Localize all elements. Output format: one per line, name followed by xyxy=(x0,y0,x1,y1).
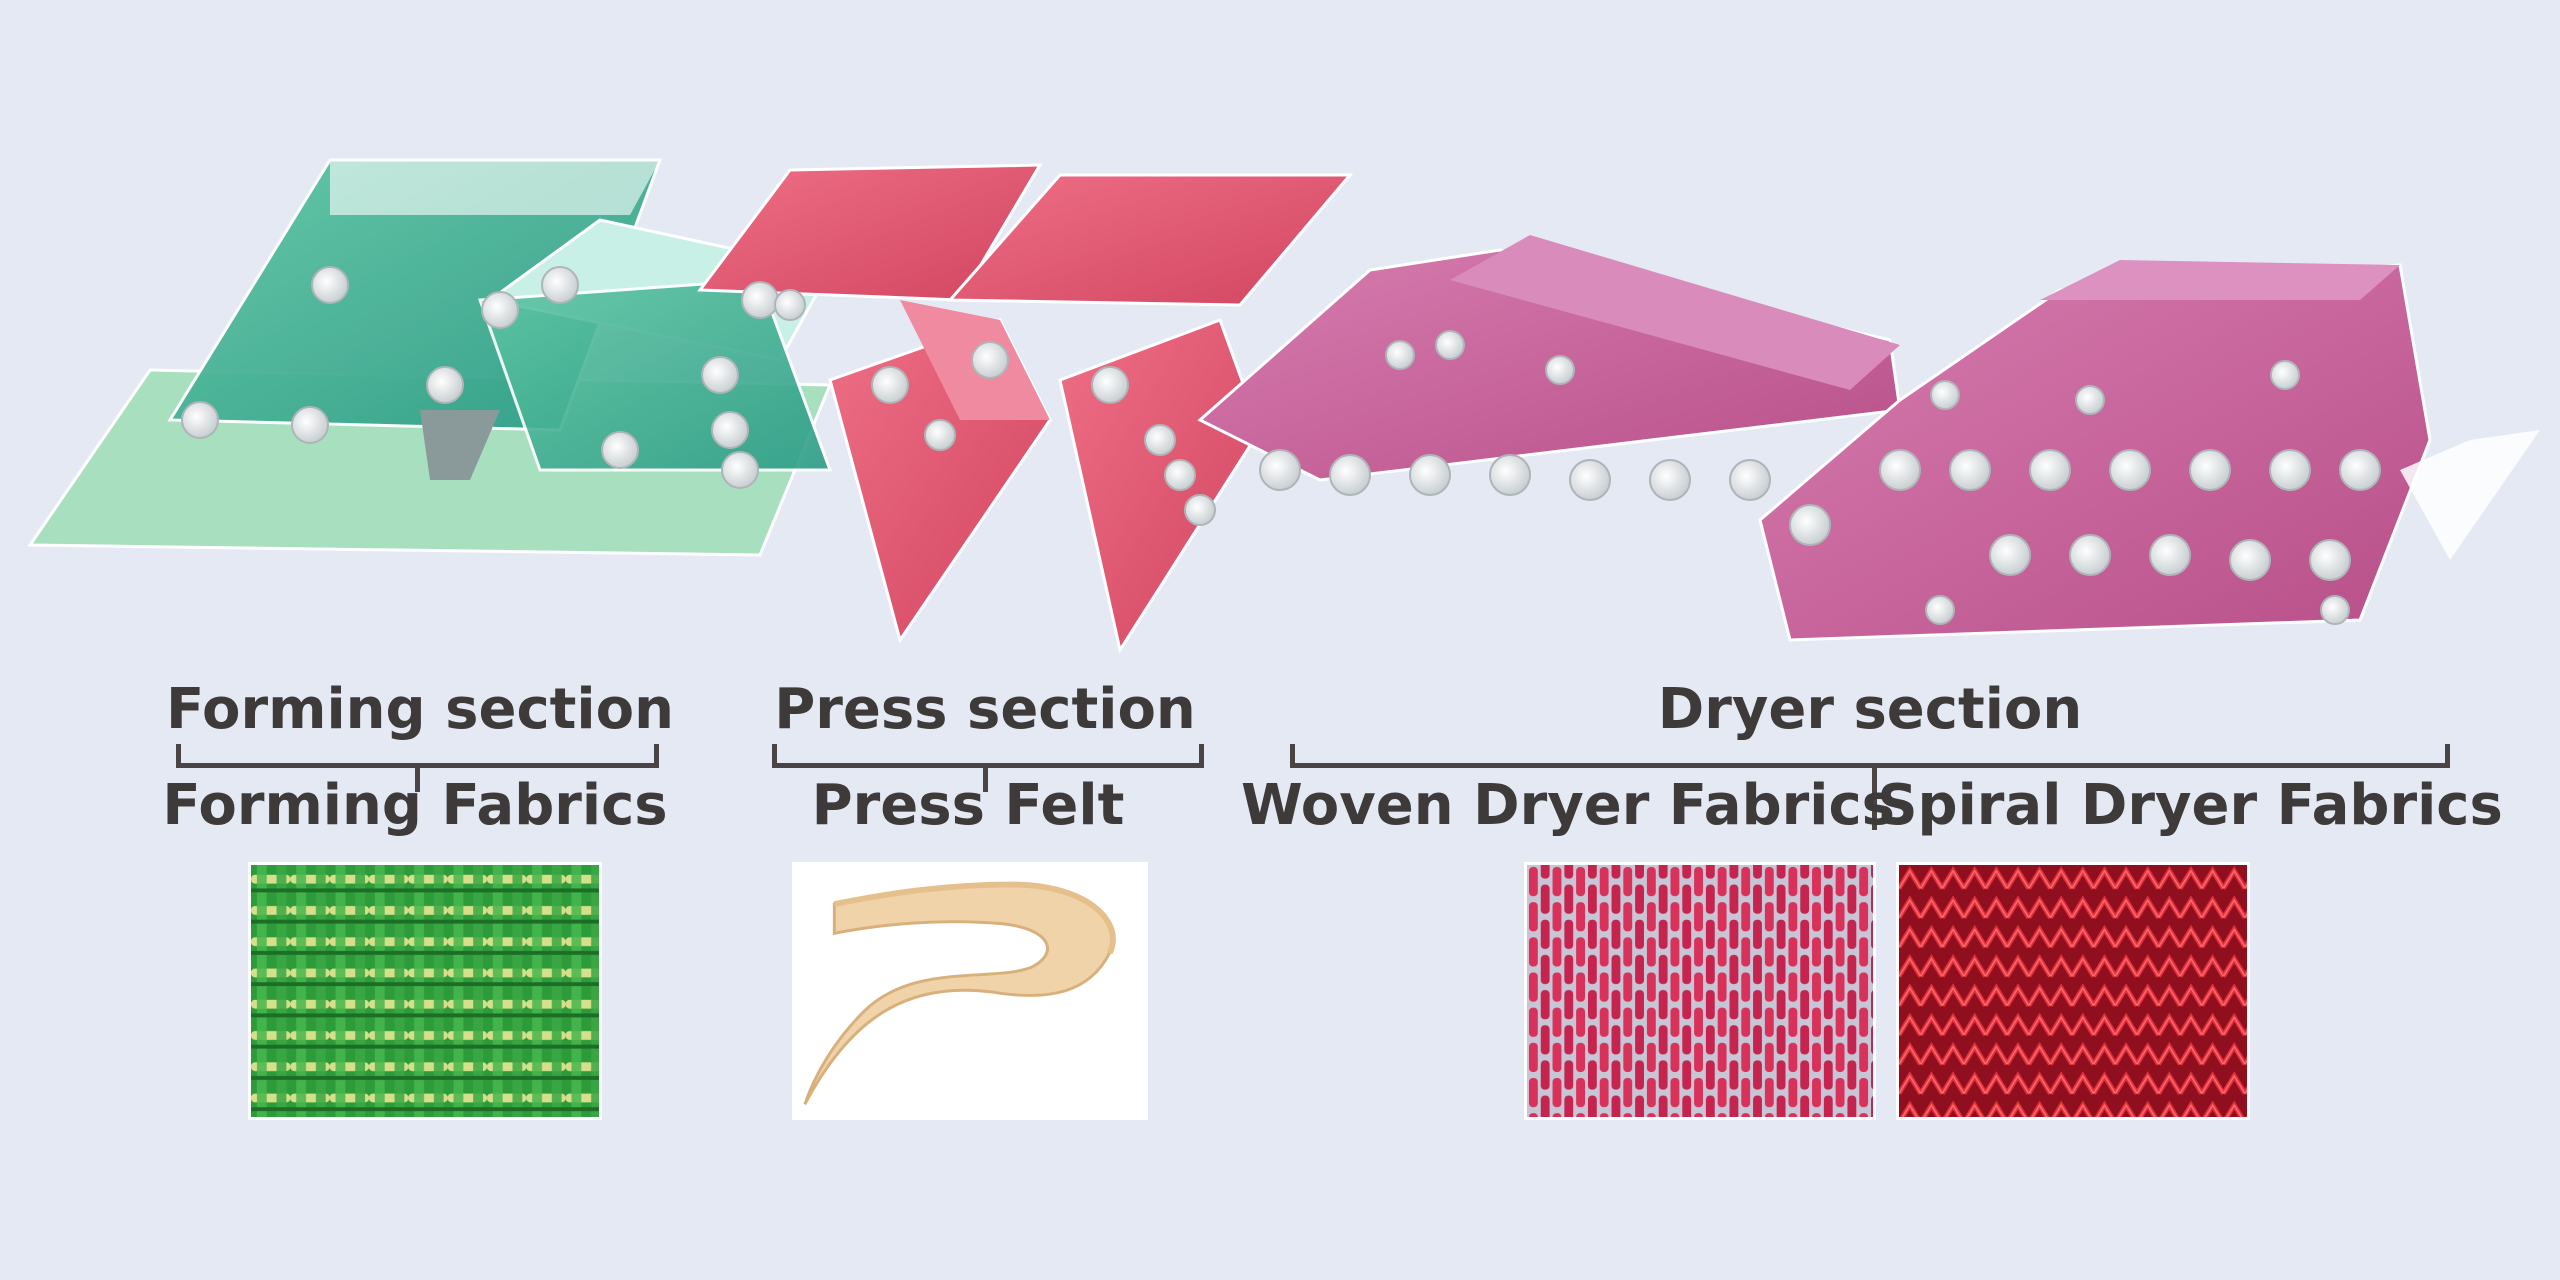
dryer-section-label: Dryer section xyxy=(1657,677,2083,742)
forming-section-label: Forming section xyxy=(166,677,674,742)
forming-bracket-stem xyxy=(415,766,420,792)
woven-dryer-fabrics-label: Woven Dryer Fabrics xyxy=(1241,773,1895,838)
press-felt-swatch xyxy=(792,862,1148,1120)
dryer-bracket-stem xyxy=(1872,766,1877,830)
press-bracket-stem xyxy=(983,766,988,792)
forming-fabrics-label: Forming Fabrics xyxy=(162,773,668,838)
dryer-fabrics xyxy=(1197,235,2540,642)
press-section-bracket xyxy=(772,744,1204,768)
press-section-label: Press section xyxy=(774,677,1196,742)
forming-fabric-swatch xyxy=(248,862,602,1120)
spiral-dryer-fabric-swatch xyxy=(1896,862,2250,1120)
press-felt-label: Press Felt xyxy=(811,773,1125,838)
woven-dryer-fabric-swatch xyxy=(1524,862,1876,1120)
rolls xyxy=(181,266,2381,625)
spiral-dryer-fabrics-label: Spiral Dryer Fabrics xyxy=(1877,773,2503,838)
dryer-section-bracket xyxy=(1290,744,2450,768)
forming-fabric xyxy=(167,158,833,480)
paper-machine-illustration xyxy=(27,158,2540,654)
forming-section-bracket xyxy=(176,744,659,768)
